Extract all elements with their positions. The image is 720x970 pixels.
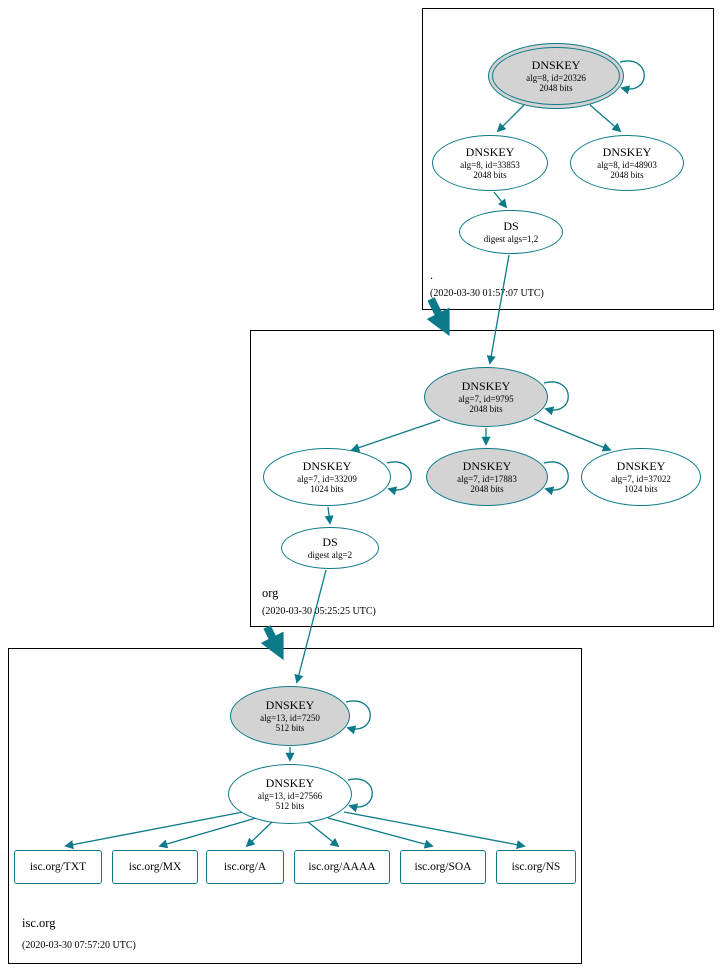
node-title: DNSKEY: [462, 458, 512, 473]
node-detail: alg=8, id=48903: [597, 159, 657, 170]
rrset-label: isc.org/NS: [511, 861, 561, 873]
zone-timestamp-root: (2020-03-30 01:57:07 UTC): [430, 288, 544, 299]
node-title: DNSKEY: [602, 144, 652, 159]
node-size: 512 bits: [275, 800, 305, 811]
dnskey-node-root-zsk: DNSKEY alg=8, id=33853 2048 bits: [432, 135, 548, 191]
node-detail: digest algs=1,2: [483, 233, 539, 244]
node-title: DS: [322, 534, 338, 549]
node-title: DS: [503, 218, 519, 233]
rrset-label: isc.org/SOA: [414, 861, 472, 873]
node-detail: alg=7, id=37022: [611, 473, 671, 484]
dnskey-node-org-zsk1: DNSKEY alg=7, id=33209 1024 bits: [263, 448, 391, 506]
node-title: DNSKEY: [265, 697, 315, 712]
rrset-label: isc.org/TXT: [29, 861, 87, 873]
ds-node-root: DS digest algs=1,2: [459, 210, 563, 254]
node-detail: alg=8, id=20326: [526, 72, 586, 83]
node-title: DNSKEY: [531, 57, 581, 72]
rrset-isc-org-ns: isc.org/NS: [496, 850, 576, 884]
rrset-isc-org-a: isc.org/A: [206, 850, 284, 884]
node-title: DNSKEY: [465, 144, 515, 159]
rrset-label: isc.org/AAAA: [308, 861, 376, 873]
dnskey-node-org-ksk2: DNSKEY alg=7, id=17883 2048 bits: [426, 448, 548, 506]
zone-label-root: .: [430, 268, 434, 282]
ds-node-org: DS digest alg=2: [281, 527, 379, 569]
node-size: 512 bits: [275, 722, 305, 733]
rrset-isc-org-txt: isc.org/TXT: [14, 850, 102, 884]
dnskey-node-root-ksk: DNSKEY alg=8, id=20326 2048 bits: [488, 43, 624, 109]
node-size: 1024 bits: [310, 483, 344, 494]
rrset-isc-org-mx: isc.org/MX: [112, 850, 198, 884]
node-detail: alg=7, id=9795: [458, 393, 514, 404]
node-size: 2048 bits: [610, 169, 644, 180]
zone-label-org: org: [262, 586, 279, 600]
node-title: DNSKEY: [616, 458, 666, 473]
rrset-label: isc.org/MX: [128, 861, 182, 873]
node-detail: alg=8, id=33853: [460, 159, 520, 170]
zone-timestamp-org: (2020-03-30 05:25:25 UTC): [262, 606, 376, 617]
node-title: DNSKEY: [461, 378, 511, 393]
node-title: DNSKEY: [302, 458, 352, 473]
dnskey-node-isc-zsk: DNSKEY alg=13, id=27566 512 bits: [228, 764, 352, 824]
node-size: 2048 bits: [469, 403, 503, 414]
node-size: 1024 bits: [624, 483, 658, 494]
dnskey-node-org-ksk: DNSKEY alg=7, id=9795 2048 bits: [424, 367, 548, 427]
rrset-isc-org-aaaa: isc.org/AAAA: [294, 850, 390, 884]
node-detail: alg=13, id=27566: [257, 790, 323, 801]
zone-label-isc-org: isc.org: [22, 916, 56, 930]
dnskey-node-root-standby: DNSKEY alg=8, id=48903 2048 bits: [570, 135, 684, 191]
rrset-isc-org-soa: isc.org/SOA: [400, 850, 486, 884]
dnskey-node-isc-ksk: DNSKEY alg=13, id=7250 512 bits: [230, 686, 350, 746]
node-size: 2048 bits: [539, 82, 573, 93]
node-detail: alg=7, id=17883: [457, 473, 517, 484]
node-detail: alg=7, id=33209: [297, 473, 357, 484]
zone-timestamp-isc-org: (2020-03-30 07:57:20 UTC): [22, 940, 136, 951]
node-detail: digest alg=2: [307, 549, 353, 560]
node-size: 2048 bits: [470, 483, 504, 494]
node-size: 2048 bits: [473, 169, 507, 180]
node-detail: alg=13, id=7250: [260, 712, 320, 723]
node-title: DNSKEY: [265, 775, 315, 790]
rrset-label: isc.org/A: [223, 861, 267, 873]
dnskey-node-org-zsk2: DNSKEY alg=7, id=37022 1024 bits: [581, 448, 701, 506]
